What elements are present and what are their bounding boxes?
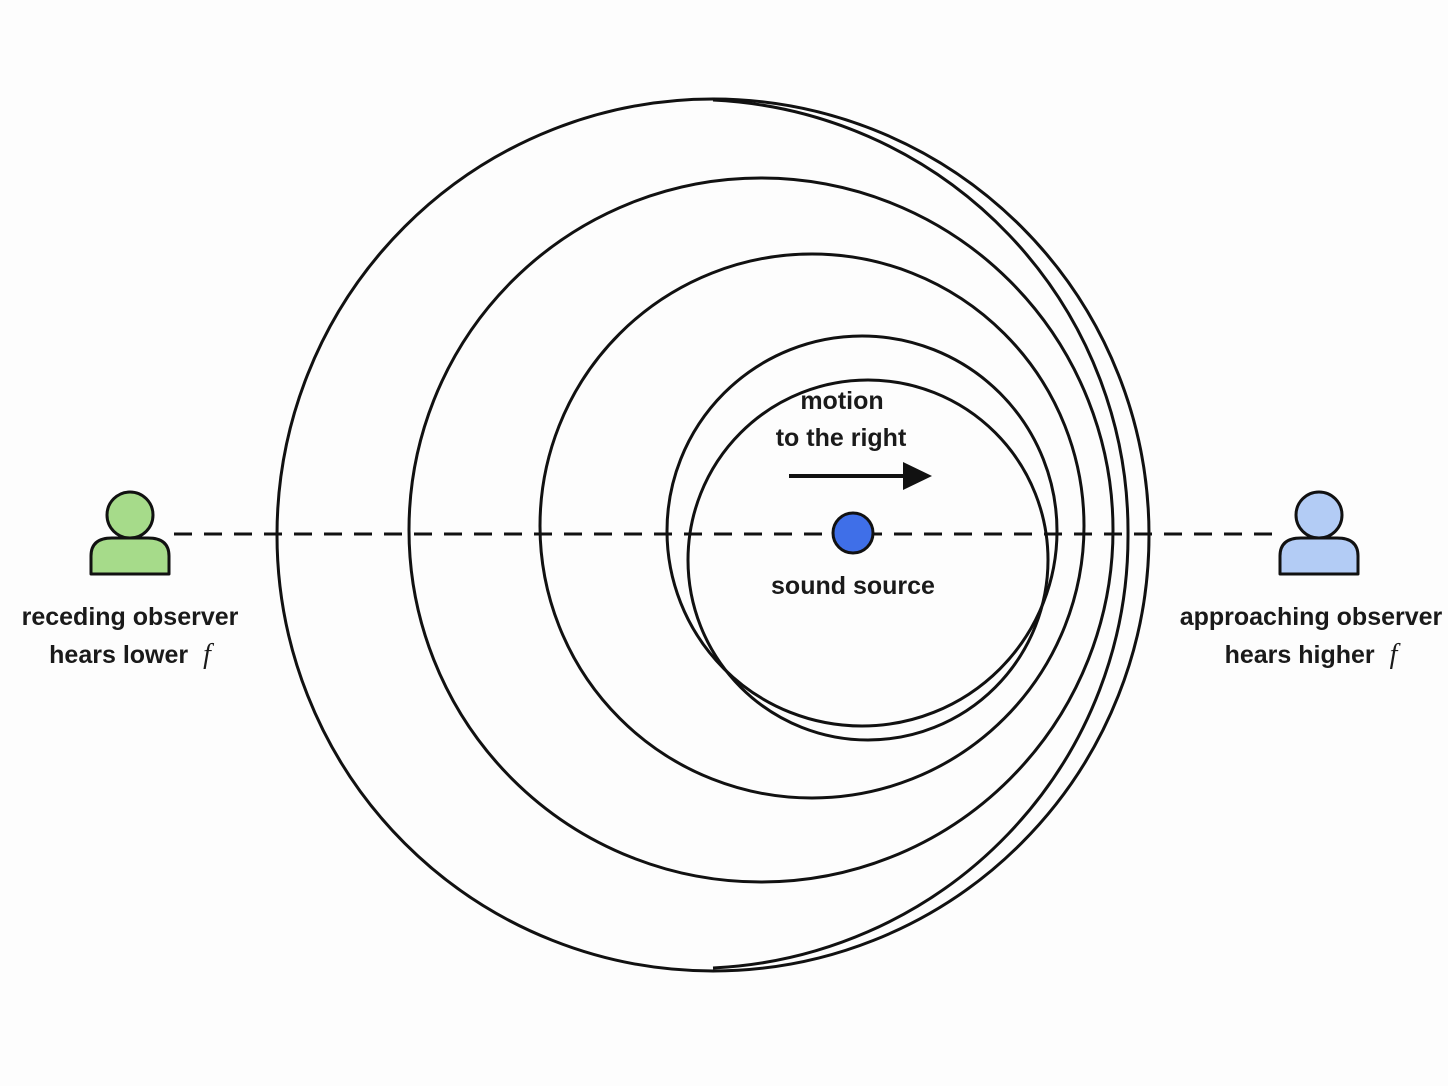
wavefront-4 xyxy=(407,176,1115,884)
person-icon xyxy=(1278,490,1360,576)
wavefront-3 xyxy=(538,252,1086,800)
sound-source xyxy=(831,511,875,555)
source-label: sound source xyxy=(771,572,935,600)
motion-label-line1: motion xyxy=(800,387,883,415)
motion-label-line2: to the right xyxy=(776,424,907,452)
wavefront-1 xyxy=(686,378,1050,742)
wavefront-6 xyxy=(712,98,1130,970)
receding-label-line1: receding observer xyxy=(22,603,239,631)
receding-label-line2: hears lower f xyxy=(49,639,214,670)
wavefronts xyxy=(275,97,1151,973)
frequency-symbol: f xyxy=(203,639,214,670)
wavefront-crowding xyxy=(712,98,1130,970)
wavefront-2 xyxy=(665,334,1059,728)
approaching-label-line1: approaching observer xyxy=(1180,603,1443,631)
receding-label-text: hears lower xyxy=(49,641,188,669)
approaching-label-line2: hears higher f xyxy=(1225,639,1401,670)
person-icon xyxy=(89,490,171,576)
arrow-right-icon xyxy=(789,462,932,490)
frequency-symbol: f xyxy=(1390,639,1401,670)
approaching-label-text: hears higher xyxy=(1225,641,1375,669)
